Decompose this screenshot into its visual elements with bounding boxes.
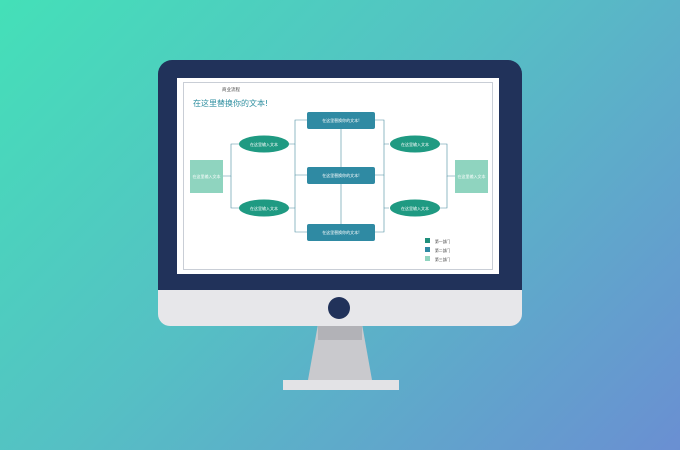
power-button-icon[interactable] <box>328 297 350 319</box>
left-ellipse-top-label[interactable]: 在这里输入文本 <box>250 141 278 147</box>
left-box <box>190 160 223 193</box>
right-box-label[interactable]: 在这里输入文本 <box>457 173 486 179</box>
legend-swatch-2 <box>425 247 430 252</box>
center-box-bottom <box>307 224 375 241</box>
legend-label-1: 第一部门 <box>435 239 451 244</box>
left-ellipse-bottom <box>239 199 289 217</box>
document-label: 商业流程 <box>222 88 240 93</box>
center-top-label[interactable]: 在这里替换你的文本! <box>322 117 360 123</box>
center-bottom-label[interactable]: 在这里替换你的文本! <box>322 229 360 235</box>
center-box-middle <box>307 167 375 184</box>
legend-swatch-1 <box>425 238 430 243</box>
diagram-title[interactable]: 在这里替换你的文本! <box>193 99 269 108</box>
right-box <box>455 160 488 193</box>
right-ellipse-top <box>390 135 440 153</box>
legend-label-2: 第二部门 <box>435 248 451 253</box>
left-box-label[interactable]: 在这里输入文本 <box>192 173 221 179</box>
center-middle-label[interactable]: 在这里替换你的文本! <box>322 172 360 178</box>
right-ellipse-bottom <box>390 199 440 217</box>
legend-label-3: 第三部门 <box>435 257 451 262</box>
right-ellipse-top-label[interactable]: 在这里输入文本 <box>401 141 429 147</box>
center-box-top <box>307 112 375 129</box>
left-ellipse-bottom-label[interactable]: 在这里输入文本 <box>250 205 278 211</box>
legend-swatch-3 <box>425 256 430 261</box>
right-ellipse-bottom-label[interactable]: 在这里输入文本 <box>401 205 429 211</box>
left-ellipse-top <box>239 135 289 153</box>
